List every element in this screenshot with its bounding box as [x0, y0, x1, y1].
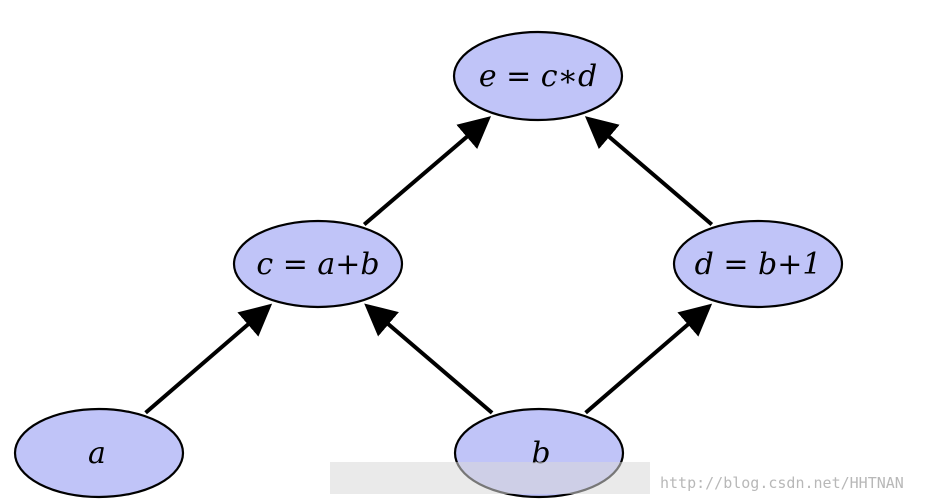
edge-a-to-c	[144, 303, 273, 415]
watermark-text: http://blog.csdn.net/HHTNAN	[660, 474, 904, 492]
node-e-label: e = c∗d	[479, 59, 597, 94]
node-d-ellipse	[672, 219, 844, 309]
node-c-label: c = a+b	[256, 247, 379, 282]
edge-c-to-e	[362, 116, 492, 227]
node-e: e = c∗d	[452, 30, 624, 122]
node-d: d = b+1	[672, 219, 844, 309]
edge-d-to-e	[584, 116, 714, 227]
node-e-ellipse	[452, 30, 624, 122]
edge-b-to-c	[364, 303, 494, 415]
node-d-label: d = b+1	[695, 247, 822, 282]
node-a-ellipse	[13, 407, 185, 499]
node-a: a	[13, 407, 185, 499]
node-a-label: a	[88, 436, 106, 471]
edge-b-to-d	[584, 303, 713, 415]
watermark-smudge	[330, 462, 650, 494]
edge-group	[144, 116, 714, 415]
node-c: c = a+b	[232, 219, 404, 309]
node-c-ellipse	[232, 219, 404, 309]
